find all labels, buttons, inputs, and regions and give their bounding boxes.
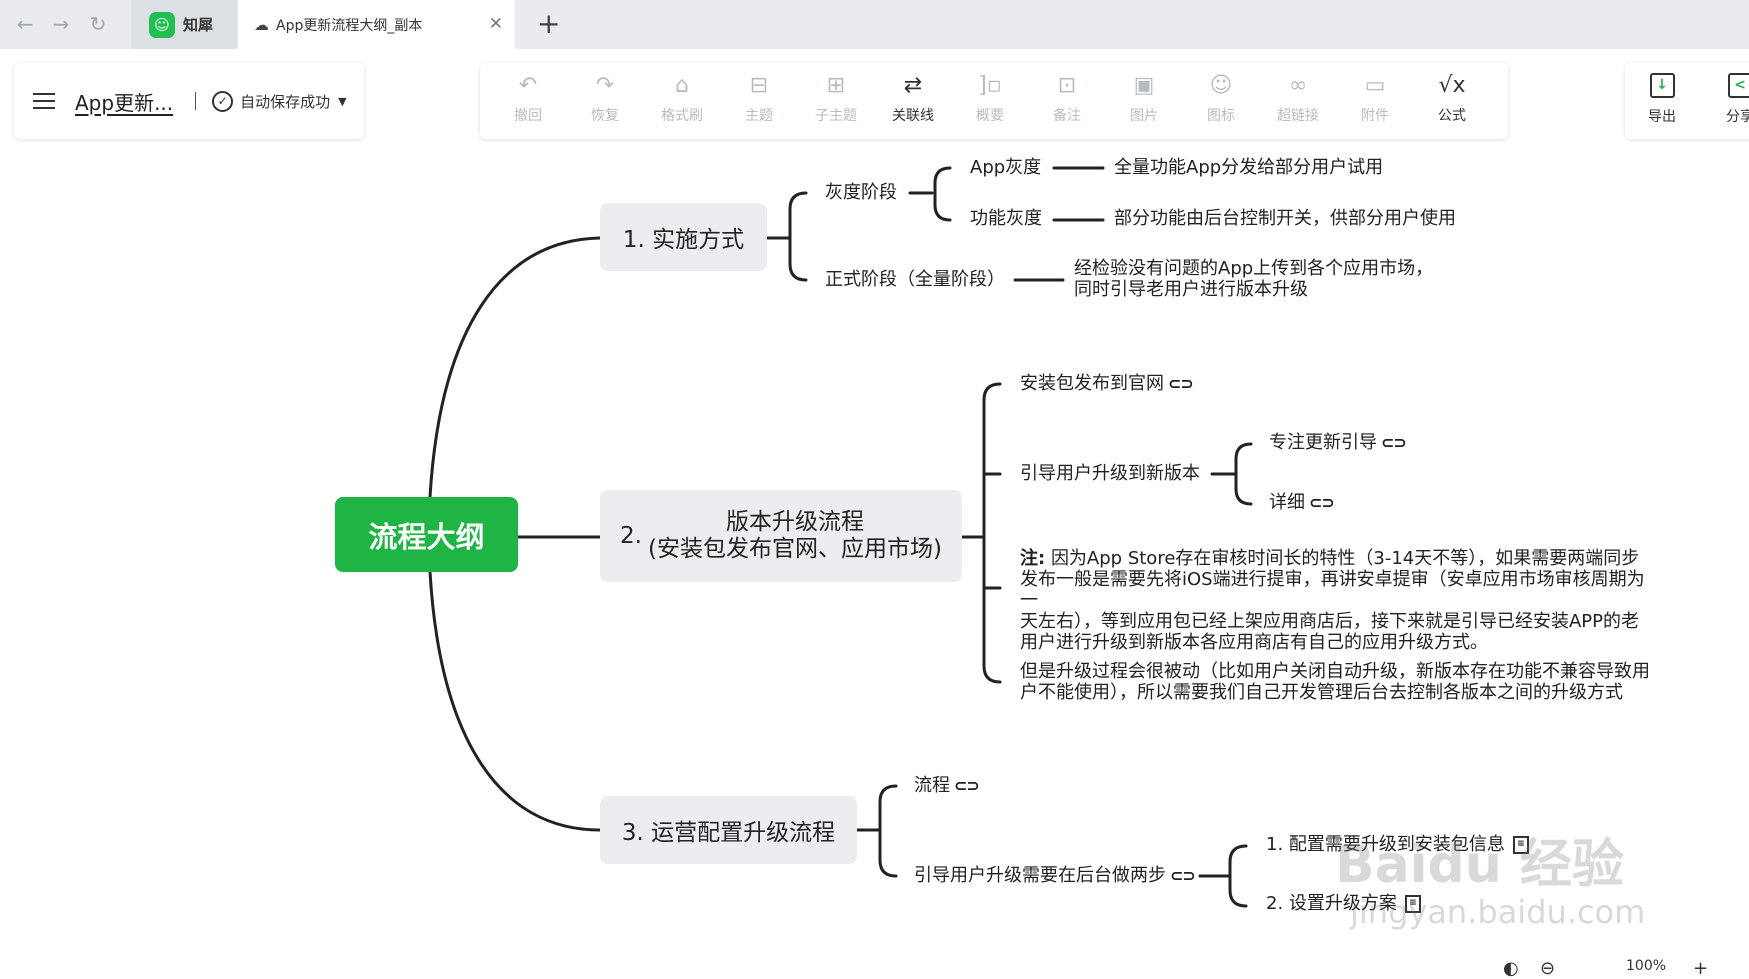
node-passive-upgrade[interactable]: 但是升级过程会很被动（比如用户关闭自动升级，新版本存在功能不兼容导致用 户不能使… [1020, 661, 1650, 703]
node-focus-guide[interactable]: 专注更新引导⊂⊃ [1269, 432, 1406, 454]
node-label: 安装包发布到官网 [1020, 373, 1164, 394]
node-label: 流程 [914, 775, 950, 796]
node-formal-stage[interactable]: 正式阶段（全量阶段） [825, 269, 1005, 291]
title-line: 版本升级流程 [648, 509, 942, 536]
title-line: (安装包发布官网、应用市场) [648, 536, 942, 563]
node-label: 详细 [1269, 492, 1305, 513]
link-icon[interactable]: ⊂⊃ [1170, 866, 1195, 885]
branch-implementation[interactable]: 1. 实施方式 [600, 203, 767, 271]
zoom-level: 100% [1626, 958, 1666, 974]
node-backend-steps[interactable]: 引导用户升级需要在后台做两步⊂⊃ [914, 865, 1195, 887]
text-line: 户不能使用），所以需要我们自己开发管理后台去控制各版本之间的升级方式 [1020, 682, 1650, 703]
node-app-gray[interactable]: App灰度 [970, 157, 1041, 179]
root-node[interactable]: 流程大纲 [335, 497, 518, 572]
text-line: 因为App Store存在审核时间长的特性（3-14天不等），如果需要两端同步 [1051, 548, 1639, 569]
watermark-brand: Baidu 经验 [1335, 822, 1624, 897]
node-func-gray[interactable]: 功能灰度 [970, 208, 1042, 230]
node-gray-stage[interactable]: 灰度阶段 [825, 182, 897, 204]
zoom-in-icon[interactable]: + [1693, 958, 1708, 979]
node-flow[interactable]: 流程⊂⊃ [914, 775, 979, 797]
node-func-gray-desc[interactable]: 部分功能由后台控制开关，供部分用户使用 [1114, 208, 1456, 230]
link-icon[interactable]: ⊂⊃ [1381, 433, 1406, 452]
node-formal-desc[interactable]: 经检验没有问题的App上传到各个应用市场， 同时引导老用户进行版本升级 [1074, 258, 1454, 300]
text-line: 用户进行升级到新版本各应用商店有自己的应用升级方式。 [1020, 632, 1650, 653]
link-icon[interactable]: ⊂⊃ [1309, 493, 1334, 512]
watermark-url: jingyan.baidu.com [1350, 893, 1645, 931]
node-guide-upgrade[interactable]: 引导用户升级到新版本 [1020, 463, 1200, 485]
text-line: 经检验没有问题的App上传到各个应用市场， [1074, 258, 1454, 279]
text-line: 发布一般是需要先将iOS端进行提审，再讲安卓提审（安卓应用市场审核周期为一 [1020, 569, 1650, 611]
node-detail[interactable]: 详细⊂⊃ [1269, 492, 1334, 514]
text-line: 但是升级过程会很被动（比如用户关闭自动升级，新版本存在功能不兼容导致用 [1020, 661, 1650, 682]
text-line: 天左右），等到应用包已经上架应用商店后，接下来就是引导已经安装APP的老 [1020, 611, 1650, 632]
branch-ops-config[interactable]: 3. 运营配置升级流程 [600, 796, 857, 864]
link-icon[interactable]: ⊂⊃ [954, 776, 979, 795]
zoom-out-icon[interactable]: ⊖ [1540, 958, 1555, 979]
branch-number: 2. [620, 523, 642, 549]
node-publish-website[interactable]: 安装包发布到官网⊂⊃ [1020, 373, 1193, 395]
theme-toggle-icon[interactable]: ◐ [1503, 958, 1519, 979]
node-app-gray-desc[interactable]: 全量功能App分发给部分用户试用 [1114, 157, 1383, 179]
text-line: 同时引导老用户进行版本升级 [1074, 279, 1454, 300]
branch-version-upgrade[interactable]: 2. 版本升级流程 (安装包发布官网、应用市场) [600, 490, 962, 582]
node-label: 专注更新引导 [1269, 432, 1377, 453]
node-note[interactable]: 注: 因为App Store存在审核时间长的特性（3-14天不等），如果需要两端… [1020, 548, 1650, 653]
link-icon[interactable]: ⊂⊃ [1168, 374, 1193, 393]
branch-title: 版本升级流程 (安装包发布官网、应用市场) [648, 509, 942, 563]
note-label: 注: [1020, 548, 1045, 569]
node-label: 引导用户升级需要在后台做两步 [914, 865, 1166, 886]
